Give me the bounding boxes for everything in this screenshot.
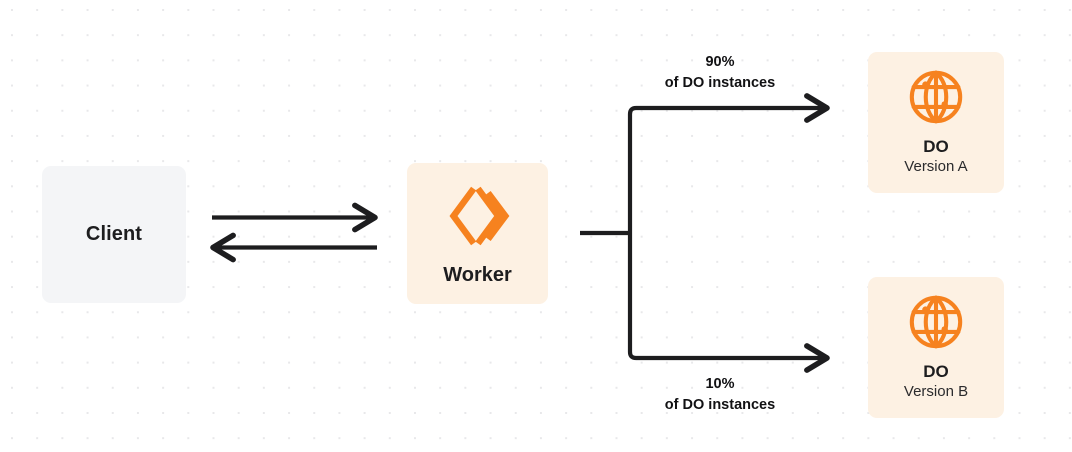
node-do-version-a-label: DO [923,137,949,156]
node-do-version-b-label: DO [923,362,949,381]
node-client-label: Client [85,223,143,245]
edge-worker-to-do-b [627,233,830,373]
node-do-version-b-sublabel: Version B [903,383,969,401]
edge-label-do-b-percent: 10% [705,376,735,392]
cloudflare-workers-icon [442,180,514,252]
edge-label-do-a: 90% of DO instances [616,52,824,94]
node-do-version-b[interactable]: DO Version B [868,277,1004,418]
globe-icon [905,66,967,128]
edge-label-do-a-percent: 90% [705,54,735,70]
edge-label-do-b: 10% of DO instances [616,374,824,416]
node-do-version-a[interactable]: DO Version A [868,52,1004,193]
edge-label-do-a-caption: of DO instances [664,75,776,92]
node-client[interactable]: Client [42,166,186,303]
edge-label-do-b-caption: of DO instances [664,397,776,414]
node-worker[interactable]: Worker [407,163,548,304]
globe-icon [905,291,967,353]
edge-worker-to-do-a [627,93,830,233]
node-worker-label: Worker [443,264,512,286]
node-do-version-a-sublabel: Version A [904,158,968,176]
